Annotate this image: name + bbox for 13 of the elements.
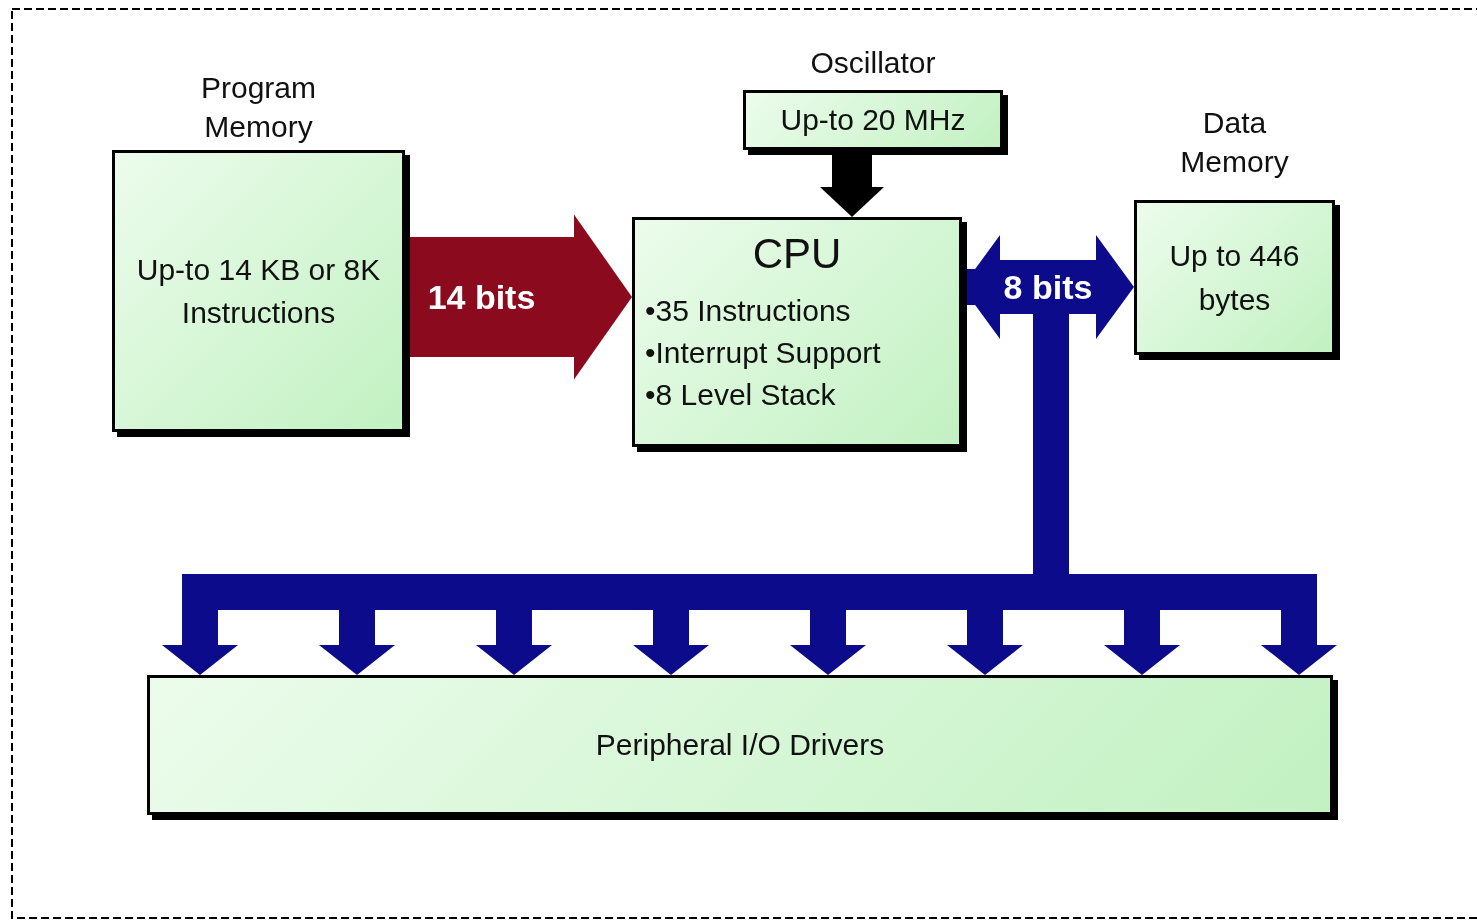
box-text: Peripheral I/O Drivers	[595, 727, 885, 764]
bullet-item: •35 Instructions	[645, 293, 852, 329]
box-text: Up to 446 bytes	[1168, 238, 1301, 318]
box-text: Up-to 14 KB or 8K Instructions	[135, 251, 382, 331]
box-heading: Data Memory	[1179, 105, 1290, 180]
bullet-item: •Interrupt Support	[645, 335, 881, 371]
edge-label: 14 bits	[427, 277, 536, 317]
box-heading: Oscillator	[809, 45, 937, 81]
bullet-item: •8 Level Stack	[645, 377, 837, 413]
edge-label: 8 bits	[1003, 267, 1093, 307]
box-heading: CPU	[752, 230, 842, 278]
box-heading: Program Memory	[199, 70, 317, 145]
box-text: Up-to 20 MHz	[780, 102, 966, 139]
